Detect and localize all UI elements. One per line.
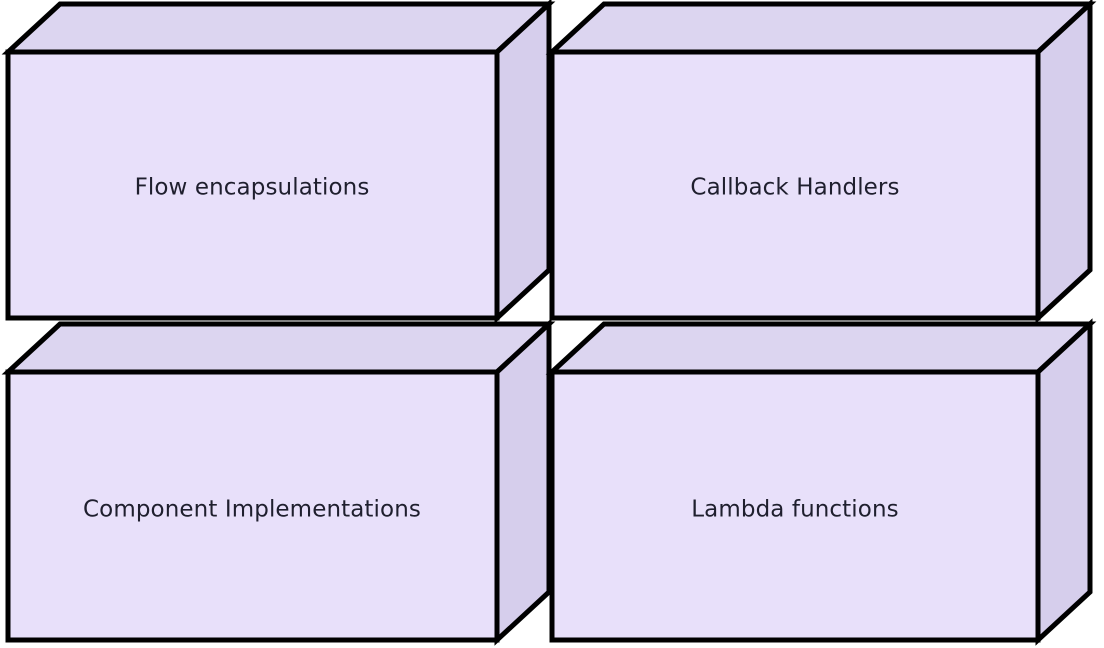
box-side-face <box>1035 318 1093 646</box>
box-flow-encapsulations[interactable]: Flow encapsulations <box>1 0 556 324</box>
box-top-face <box>1 321 556 375</box>
box-side-face <box>494 318 552 646</box>
box-component-implementations[interactable]: Component Implementations <box>1 318 556 646</box>
box-front-face <box>5 49 500 321</box>
box-label: Component Implementations <box>83 497 421 523</box>
box-side-face <box>1035 0 1093 324</box>
box-lambda-functions[interactable]: Lambda functions <box>545 318 1097 646</box>
box-front-face <box>5 369 500 643</box>
box-front-face <box>549 369 1041 643</box>
box-side-face <box>494 0 552 324</box>
box-callback-handlers[interactable]: Callback Handlers <box>545 0 1097 324</box>
box-label: Flow encapsulations <box>135 175 370 201</box>
box-top-face <box>545 1 1097 55</box>
box-label: Lambda functions <box>691 497 898 523</box>
box-label: Callback Handlers <box>690 175 899 201</box>
box-top-face <box>545 321 1097 375</box>
box-front-face <box>549 49 1041 321</box>
box-top-face <box>1 1 556 55</box>
